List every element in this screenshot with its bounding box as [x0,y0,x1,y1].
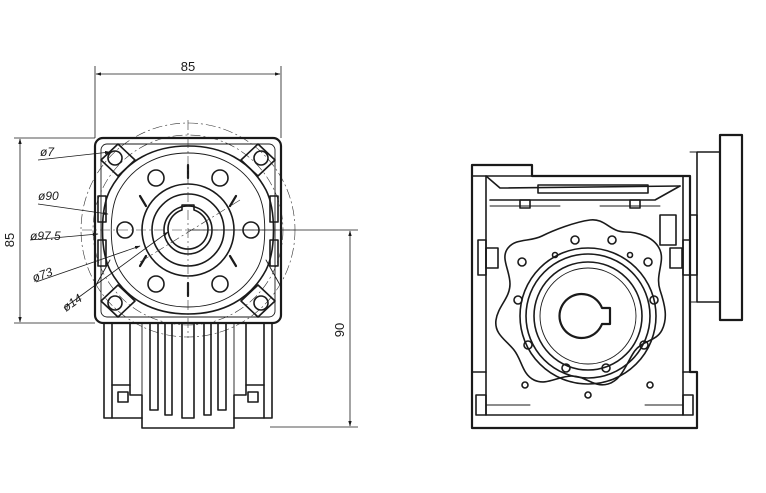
label-d97-5: ø97.5 [30,229,61,243]
dim-height-right-label: 90 [332,323,347,337]
label-d90: ø90 [38,189,59,203]
label-d7: ø7 [40,145,55,159]
pcd-holes [116,169,260,293]
side-view [470,133,744,430]
dimension-height-left: 85 [2,137,95,324]
dim-width-label: 85 [181,59,195,74]
dimension-width: 85 [94,59,282,138]
label-d14: ø14 [60,291,85,315]
corner-holes [100,143,276,318]
dim-height-left-label: 85 [2,233,17,247]
front-view: 85 85 90 [2,59,358,429]
label-d73: ø73 [30,264,55,284]
input-flange [689,133,744,322]
lower-housing [103,322,273,429]
dimension-height-right: 90 [188,229,358,428]
